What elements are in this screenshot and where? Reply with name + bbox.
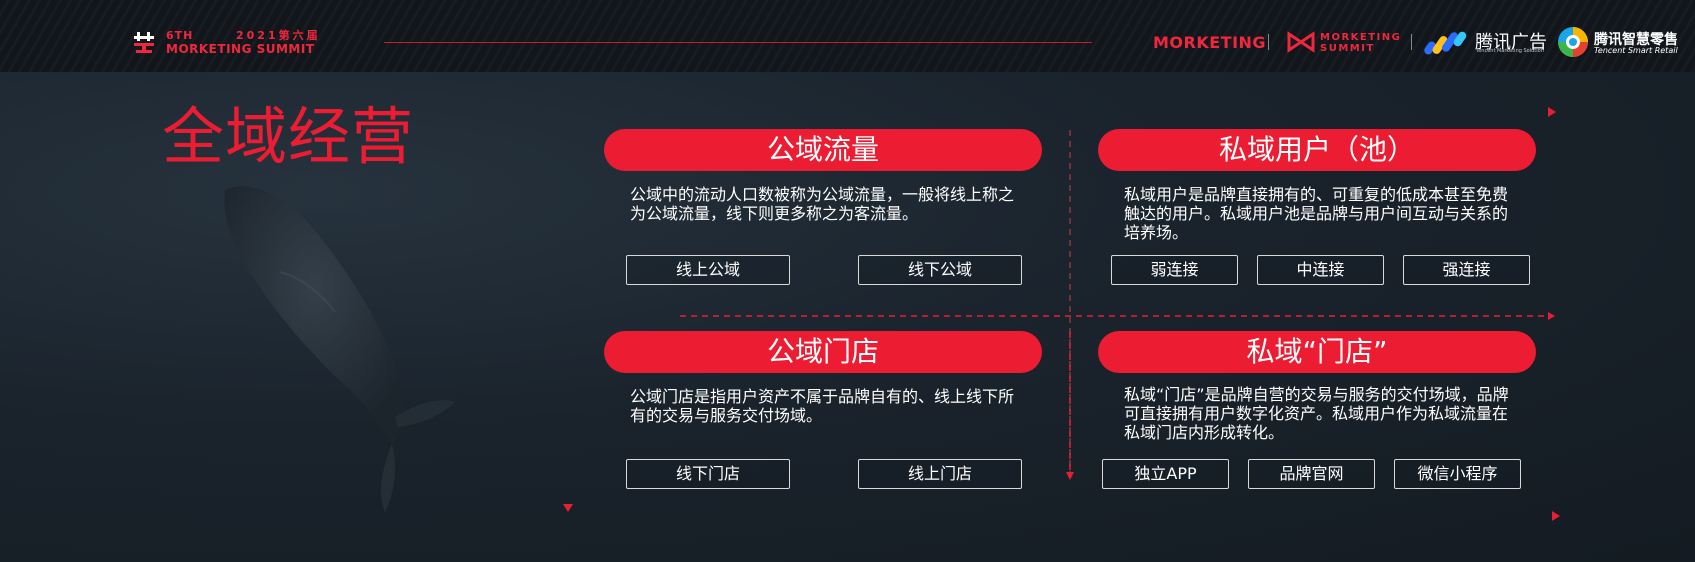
tag-offline-store: 线下门店 <box>626 459 790 489</box>
tag-standalone-app: 独立APP <box>1102 459 1229 489</box>
card-description: 私域“门店”是品牌自营的交易与服务的交付场域，品牌可直接拥有用户数字化资产。私域… <box>1124 385 1509 442</box>
card-description: 私域用户是品牌直接拥有的、可重复的低成本甚至免费触达的用户。私域用户池是品牌与用… <box>1124 185 1509 242</box>
header-bar: 6TH 2021第六届 MORKETING SUMMIT MORKETING M… <box>0 0 1695 72</box>
card-description: 公域门店是指用户资产不属于品牌自有的、线上线下所有的交易与服务交付场域。 <box>630 387 1015 425</box>
card-description: 公域中的流动人口数被称为公域流量，一般将线上称之为公域流量，线下则更多称之为客流… <box>630 185 1015 223</box>
tag-online-store: 线上门店 <box>858 459 1022 489</box>
header-divider-line <box>384 42 1092 43</box>
summit-year: 2021第六届 <box>236 29 321 42</box>
tencent-smart-retail-logo-subtext: Tencent Smart Retail <box>1594 46 1678 55</box>
summit-edition: 6TH <box>166 29 194 42</box>
tag-medium-connection: 中连接 <box>1257 255 1384 285</box>
morketing-summit-logo-text: MORKETING SUMMIT <box>1320 32 1402 54</box>
summit-logo-icon <box>134 32 154 53</box>
tag-offline-public: 线下公域 <box>858 255 1022 285</box>
morketing-logo: MORKETING <box>1153 33 1267 52</box>
page-title: 全域经营 <box>162 100 415 173</box>
card-title-pill: 私域用户（池） <box>1098 129 1536 171</box>
tag-brand-website: 品牌官网 <box>1248 459 1375 489</box>
tag-weak-connection: 弱连接 <box>1111 255 1238 285</box>
card-title-pill: 私域“门店” <box>1098 331 1536 373</box>
tag-wechat-mini-program: 微信小程序 <box>1394 459 1521 489</box>
left-arrow-head <box>563 504 573 512</box>
summit-name: MORKETING SUMMIT <box>166 42 315 56</box>
tag-online-public: 线上公域 <box>626 255 790 285</box>
whale-background-image <box>224 186 455 512</box>
quadrant-axes <box>563 107 1560 521</box>
header-separator <box>1268 34 1269 50</box>
morketing-summit-logo-icon <box>1287 31 1315 53</box>
tencent-ads-logo-icon <box>1424 31 1467 55</box>
bottom-arrow-head <box>1552 511 1560 521</box>
tag-strong-connection: 强连接 <box>1403 255 1530 285</box>
tencent-smart-retail-logo-icon <box>1558 27 1588 57</box>
tencent-smart-retail-logo-text: 腾讯智慧零售 <box>1594 32 1678 48</box>
top-arrow-head <box>1548 107 1556 117</box>
card-title-pill: 公域流量 <box>604 129 1042 171</box>
tencent-ads-logo-text: 腾讯广告 <box>1475 32 1547 53</box>
header-separator <box>1411 34 1412 50</box>
tencent-ads-logo-subtext: Tencent Marketing Solution <box>1476 48 1544 54</box>
card-title-pill: 公域门店 <box>604 331 1042 373</box>
